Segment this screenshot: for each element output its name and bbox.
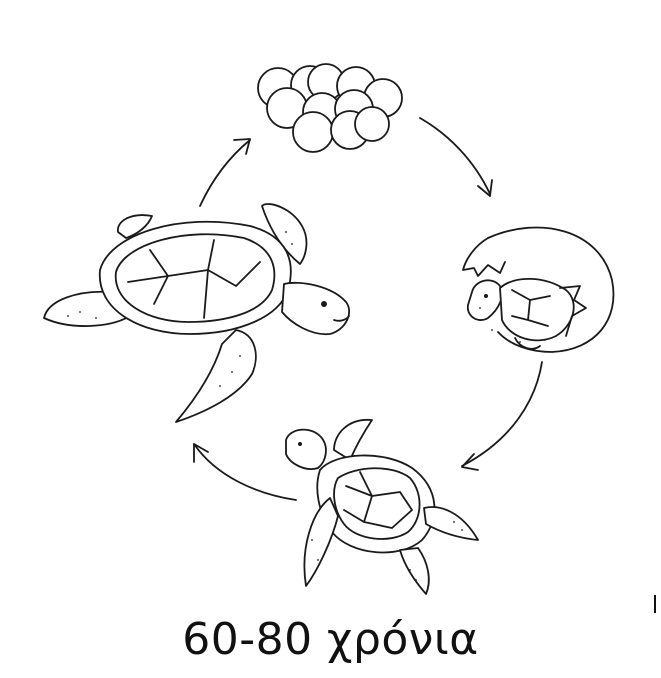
eggs-cluster [257,63,403,153]
arrow-adult-to-eggs [199,138,251,207]
juvenile-turtle [285,419,479,595]
hatchling-in-egg [462,226,615,353]
arrow-hatchling-to-juvenile [461,361,543,471]
arrow-juvenile-to-adult [193,443,297,501]
arrow-eggs-to-hatchling [419,117,493,197]
caption-duration: 60-80 χρόνια [182,614,479,665]
adult-turtle [43,203,351,423]
edge-mark [654,595,656,613]
